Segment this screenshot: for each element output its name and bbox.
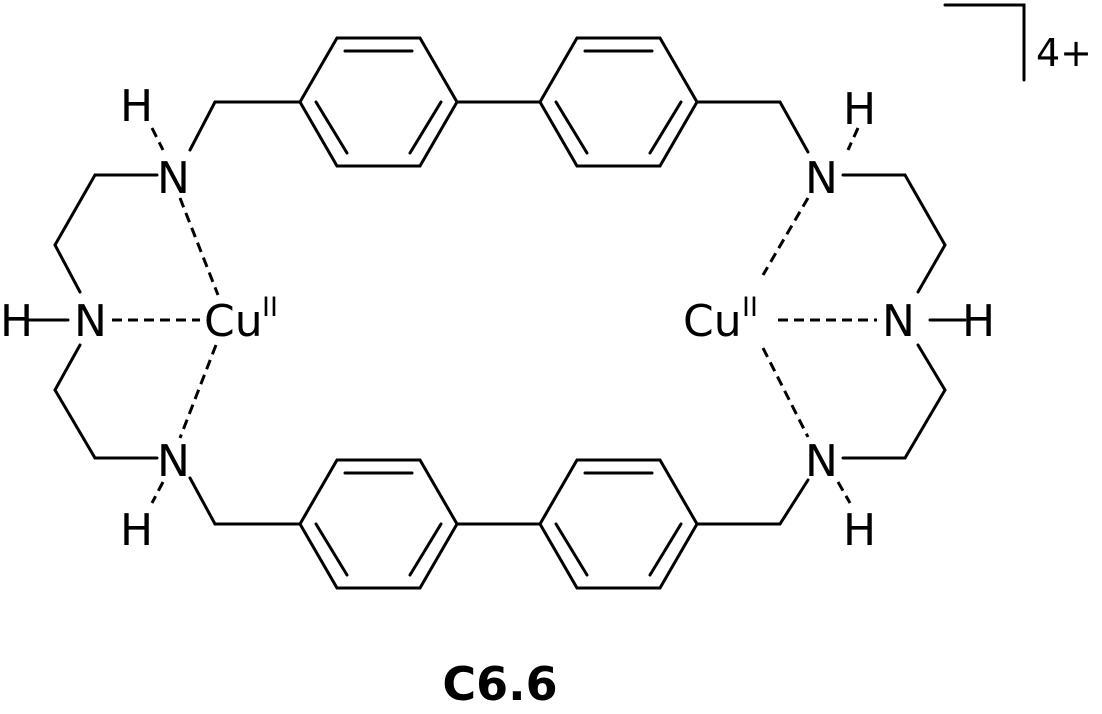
left-copper-label: Cu bbox=[204, 296, 263, 347]
left-ethylene-bond bbox=[53, 343, 82, 392]
left-copper-oxidation-state: II bbox=[262, 292, 278, 323]
left-ethylene-bond bbox=[53, 243, 82, 294]
top-left-phenyl-ring bbox=[298, 36, 459, 168]
top-right-ring-double-bond bbox=[648, 100, 683, 155]
right-ethylene-bond bbox=[903, 388, 947, 460]
bottom-left-methylene-n-bond bbox=[188, 476, 217, 526]
top-right-nh-hashed-bond bbox=[846, 127, 860, 151]
top-left-ring-double-bond bbox=[408, 100, 443, 155]
top-left-n-label: N bbox=[157, 153, 190, 204]
charge-bracket bbox=[943, 3, 1026, 82]
bottom-left-ring-double-bond bbox=[408, 522, 443, 577]
left-cu-n-top-coordination bbox=[178, 197, 220, 296]
right-middle-n-label: N bbox=[882, 296, 915, 347]
left-cu-n-bottom-coordination bbox=[178, 344, 218, 439]
bottom-right-phenyl-ring bbox=[538, 458, 699, 590]
bottom-left-h-label: H bbox=[120, 505, 153, 556]
right-chain-bonds bbox=[695, 100, 967, 526]
right-ethylene-bond bbox=[903, 173, 947, 247]
bottom-right-h-label: H bbox=[843, 505, 876, 556]
right-copper-oxidation-state: II bbox=[742, 292, 758, 323]
coordination-bonds bbox=[112, 197, 877, 439]
bottom-right-ring-double-bond bbox=[554, 522, 589, 577]
top-left-h-label: H bbox=[120, 81, 153, 132]
top-left-ring-double-bond bbox=[314, 100, 349, 155]
right-middle-h-label: H bbox=[962, 296, 995, 347]
top-right-h-label: H bbox=[843, 84, 876, 135]
bottom-right-ring-double-bond bbox=[648, 522, 683, 577]
bottom-left-ring-double-bond bbox=[314, 522, 349, 577]
nh-hashed-bonds bbox=[150, 127, 860, 504]
right-cu-n-top-coordination bbox=[761, 197, 810, 276]
right-ethylene-bond bbox=[916, 243, 947, 294]
left-middle-n-label: N bbox=[74, 296, 107, 347]
top-right-methylene-n-bond bbox=[778, 100, 810, 154]
charge-label: 4+ bbox=[1036, 31, 1092, 75]
compound-caption: C6.6 bbox=[442, 657, 557, 711]
right-ethylene-bond bbox=[916, 343, 947, 392]
bottom-left-n-label: N bbox=[157, 436, 190, 487]
top-biphenyl bbox=[298, 36, 699, 168]
bottom-biphenyl bbox=[298, 458, 699, 590]
right-copper-label: Cu bbox=[683, 296, 742, 347]
left-middle-h-label: H bbox=[0, 296, 33, 347]
top-right-phenyl-ring bbox=[538, 36, 699, 168]
top-right-n-label: N bbox=[805, 153, 838, 204]
left-chain-bonds bbox=[26, 100, 302, 526]
top-left-methylene-n-bond bbox=[188, 100, 217, 152]
bottom-right-methylene-n-bond bbox=[778, 478, 810, 526]
top-right-ring-double-bond bbox=[554, 100, 589, 155]
bottom-right-nh-hashed-bond bbox=[836, 481, 852, 504]
top-left-nh-hashed-bond bbox=[150, 127, 165, 151]
left-ethylene-bond bbox=[53, 388, 97, 460]
left-ethylene-bond bbox=[53, 173, 97, 247]
right-cu-n-bottom-coordination bbox=[761, 347, 810, 438]
bottom-left-nh-hashed-bond bbox=[150, 481, 165, 504]
bottom-left-phenyl-ring bbox=[298, 458, 459, 590]
bottom-right-n-label: N bbox=[805, 436, 838, 487]
